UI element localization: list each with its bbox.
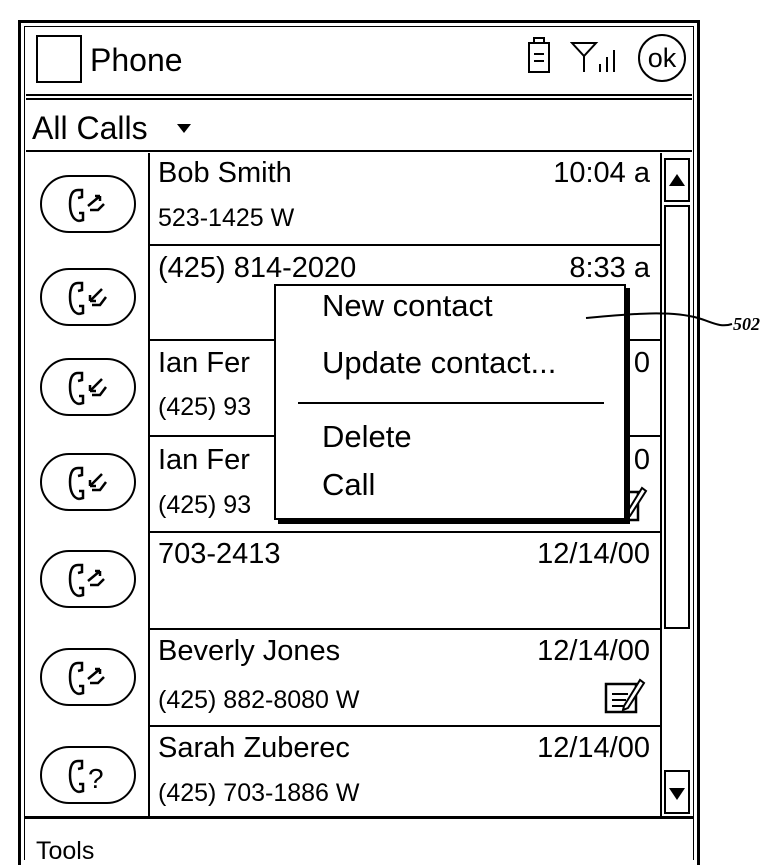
svg-text:?: ? <box>88 763 104 794</box>
contact-name: Sarah Zuberec <box>158 732 350 764</box>
scroll-thumb[interactable] <box>664 205 690 629</box>
column-divider <box>148 153 150 816</box>
menu-item-call[interactable]: Call <box>322 467 376 502</box>
menu-item-update-contact[interactable]: Update contact... <box>322 345 557 380</box>
callout-label: 502 <box>733 314 760 334</box>
menu-separator <box>298 402 604 404</box>
contact-name: Ian Fer <box>158 347 250 379</box>
call-filter-label: All Calls <box>32 110 148 146</box>
call-button[interactable] <box>40 175 136 233</box>
bottom-menu-bar <box>24 816 694 860</box>
phone-number: (425) 703-1886 W <box>158 779 360 807</box>
screen-border <box>24 26 694 860</box>
scroll-down-button[interactable] <box>664 770 690 814</box>
call-time: 0 <box>633 347 650 379</box>
ok-button[interactable]: ok <box>638 34 686 82</box>
contact-name: 703-2413 <box>158 538 281 570</box>
call-button[interactable] <box>40 358 136 416</box>
call-time: 8:33 a <box>569 252 650 284</box>
battery-icon <box>528 37 550 78</box>
call-button[interactable] <box>40 268 136 326</box>
start-menu-button[interactable] <box>36 35 82 83</box>
device-frame <box>18 20 700 865</box>
list-item[interactable] <box>150 153 660 246</box>
menu-item-new-contact[interactable]: New contact <box>322 288 493 323</box>
callout-leader-line <box>585 312 733 327</box>
incoming-call-icon <box>68 466 107 501</box>
arrow-down-icon <box>669 788 685 800</box>
contact-name: (425) 814-2020 <box>158 252 357 284</box>
call-time: 12/14/00 <box>537 732 650 764</box>
contact-name: Bob Smith <box>158 157 292 189</box>
phone-number: 523-1425 W <box>158 204 295 232</box>
call-time: 12/14/00 <box>537 635 650 667</box>
call-button[interactable] <box>40 550 136 608</box>
call-time: 12/14/00 <box>537 538 650 570</box>
call-time: 10:04 a <box>553 157 650 189</box>
call-time: 0 <box>633 444 650 476</box>
phone-number: (425) 93 <box>158 393 252 421</box>
scrollbar-divider <box>660 153 662 816</box>
list-item[interactable] <box>150 533 660 630</box>
app-title: Phone <box>90 42 183 78</box>
chevron-down-icon[interactable] <box>177 124 191 133</box>
call-filter-dropdown[interactable] <box>26 98 692 152</box>
outgoing-call-icon <box>68 563 105 598</box>
list-item[interactable] <box>150 630 660 727</box>
signal-strength-icon <box>569 40 622 79</box>
call-button[interactable] <box>40 453 136 511</box>
list-item[interactable] <box>150 437 660 533</box>
note-icon <box>604 676 648 721</box>
call-button[interactable] <box>40 648 136 706</box>
contact-name: Beverly Jones <box>158 635 341 667</box>
phone-number: (425) 93 <box>158 491 252 519</box>
incoming-call-icon <box>68 371 107 406</box>
tools-menu[interactable]: Tools <box>36 837 95 865</box>
call-button[interactable]: ? <box>40 746 136 804</box>
menu-item-delete[interactable]: Delete <box>322 419 412 454</box>
outgoing-call-icon <box>68 661 105 696</box>
scroll-up-button[interactable] <box>664 158 690 202</box>
outgoing-call-icon <box>68 188 105 223</box>
incoming-call-icon <box>68 281 107 316</box>
missed-call-icon: ? <box>68 759 104 794</box>
arrow-up-icon <box>669 174 685 186</box>
contact-name: Ian Fer <box>158 444 250 476</box>
title-bar <box>26 28 692 96</box>
phone-number: (425) 882-8080 W <box>158 686 360 714</box>
